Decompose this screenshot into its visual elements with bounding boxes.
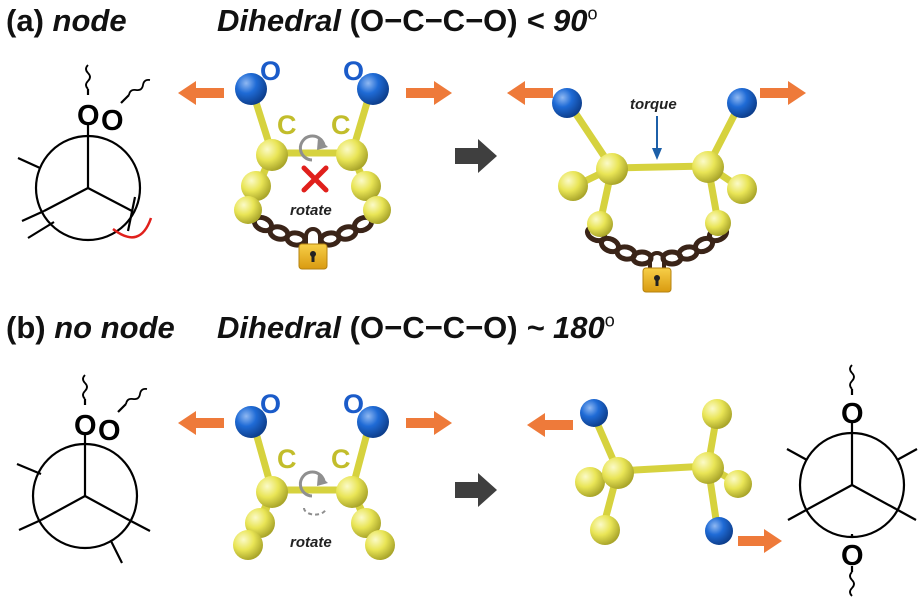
newman-b-back-o: O <box>98 415 121 447</box>
newman-b-right-back-o: O <box>841 540 864 572</box>
node-arc-mark <box>112 217 153 239</box>
panel-a-title: node <box>52 3 127 38</box>
atom-label-c-left-a: C <box>277 110 297 140</box>
rotate-label-b: rotate <box>290 534 332 551</box>
molecule-a-locked <box>234 73 391 270</box>
torque-label: torque <box>630 96 677 113</box>
rotate-icon <box>298 134 328 162</box>
atom-label-c-left-b: C <box>277 444 297 474</box>
molecule-a-torqued <box>552 88 757 293</box>
newman-a-back-o: O <box>101 105 124 137</box>
newman-a-front-o: O <box>77 100 100 132</box>
panel-b-header: (b) no node <box>6 310 175 346</box>
arrow-icon <box>406 81 452 105</box>
atom-label-o-right-b: O <box>343 389 364 419</box>
arrow-icon <box>507 81 553 105</box>
arrow-icon <box>178 81 224 105</box>
panel-b-dihedral: Dihedral (O−C−C−O) ~ 180o <box>217 310 615 346</box>
rotate-icon <box>298 470 328 516</box>
padlock-icon <box>298 227 328 270</box>
atom-label-o-right-a: O <box>343 56 364 86</box>
molecule-b-anti <box>575 399 752 545</box>
panel-a-header: (a) node <box>6 3 127 39</box>
newman-b-front-o: O <box>74 410 97 442</box>
panel-b-dihedral-word: Dihedral <box>217 310 342 345</box>
panel-a-dihedral-word: Dihedral <box>217 3 342 38</box>
rotate-label-a: rotate <box>290 202 332 219</box>
atom-label-o-left-b: O <box>260 389 281 419</box>
arrow-icon <box>406 411 452 435</box>
panel-b-degree: o <box>604 310 615 331</box>
atom-label-c-right-b: C <box>331 444 351 474</box>
atom-label-o-left-a: O <box>260 56 281 86</box>
atom-label-c-right-a: C <box>331 110 351 140</box>
torque-arrow <box>652 116 662 160</box>
panel-a-dihedral-bond: (O−C−C−O) <box>349 3 518 38</box>
panel-a-label: (a) <box>6 3 44 38</box>
panel-b-dihedral-relation: ~ 180 <box>526 310 605 345</box>
molecule-b-free <box>233 406 395 560</box>
newman-b-right-front-o: O <box>841 398 864 430</box>
arrow-icon <box>455 139 497 173</box>
newman-projection-b-right <box>786 364 918 597</box>
cross-icon <box>301 165 329 193</box>
panel-a-dihedral: Dihedral (O−C−C−O) < 90o <box>217 3 597 39</box>
panel-b-title: no node <box>54 310 175 345</box>
padlock-icon <box>642 251 672 293</box>
panel-a-dihedral-relation: < 90 <box>526 3 588 38</box>
panel-b-dihedral-bond: (O−C−C−O) <box>349 310 518 345</box>
arrow-icon <box>178 411 224 435</box>
panel-a-degree: o <box>587 3 598 24</box>
panel-b-label: (b) <box>6 310 46 345</box>
arrow-icon <box>738 529 782 553</box>
arrow-icon <box>760 81 806 105</box>
newman-projection-a <box>17 64 151 242</box>
arrow-icon <box>455 473 497 507</box>
newman-projection-b-left <box>16 374 151 564</box>
arrow-icon <box>527 413 573 437</box>
